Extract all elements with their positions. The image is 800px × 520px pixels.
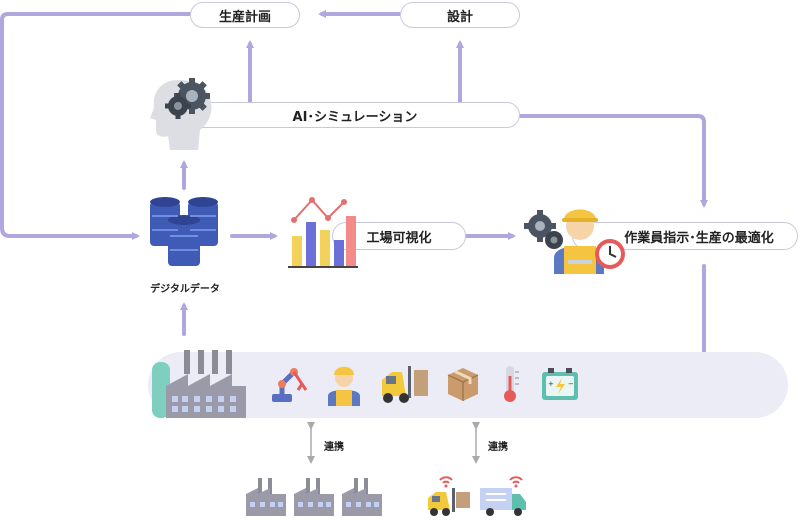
thermometer-icon xyxy=(504,366,519,402)
production-plan-label: 生産計画 xyxy=(218,9,271,25)
forklift-icon xyxy=(382,366,428,403)
worker-gear-clock-icon xyxy=(524,209,625,274)
robot-arm-icon xyxy=(272,368,308,402)
svg-text:+: + xyxy=(548,380,554,388)
database-icon xyxy=(150,197,218,266)
worker-optimization-node: 作業員指示･生産の最適化 xyxy=(572,222,798,250)
ai-simulation-node: AI･シミュレーション xyxy=(190,102,520,128)
truck-wifi-icon xyxy=(480,476,526,516)
bar-chart-icon xyxy=(288,197,358,268)
link-label-right: 連携 xyxy=(488,442,508,453)
factory-icon xyxy=(152,350,246,418)
factory-visualization-label: 工場可視化 xyxy=(366,230,432,246)
factory-small-icon xyxy=(246,478,286,516)
link-label-left: 連携 xyxy=(324,442,344,453)
ai-simulation-label: AI･シミュレーション xyxy=(292,109,418,125)
brain-gear-icon xyxy=(150,78,212,150)
design-node: 設計 xyxy=(400,2,520,28)
svg-text:−: − xyxy=(568,380,574,388)
worker-icon xyxy=(328,366,360,406)
factory-small-icon xyxy=(294,478,334,516)
worker-optimization-label: 作業員指示･生産の最適化 xyxy=(624,230,774,246)
production-plan-node: 生産計画 xyxy=(190,2,300,28)
design-label: 設計 xyxy=(446,9,473,25)
forklift-wifi-icon xyxy=(428,476,470,516)
box-icon xyxy=(447,368,479,401)
factory-small-icon xyxy=(342,478,382,516)
battery-icon: + − xyxy=(542,368,578,400)
digital-data-label: デジタルデータ xyxy=(150,284,220,295)
